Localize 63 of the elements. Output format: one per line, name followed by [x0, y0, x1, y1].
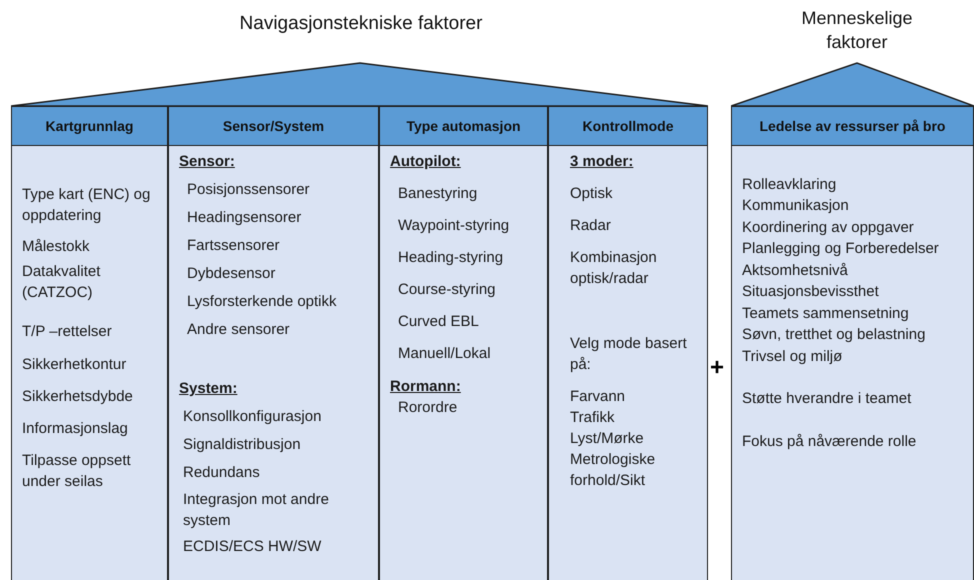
list-item: Curved EBL [398, 312, 480, 332]
section-heading: Sensor: [179, 152, 236, 172]
list-item: Kommunikasjon [742, 196, 850, 216]
list-item: Koordinering av oppgaver [742, 218, 915, 238]
list-item: Waypoint-styring [398, 216, 510, 236]
list-item: T/P –rettelser [22, 322, 113, 342]
roof-title: Navigasjonstekniske faktorer [238, 12, 484, 36]
list-item: Type kart (ENC) og oppdatering [22, 185, 152, 226]
section-heading: Autopilot: [390, 152, 462, 172]
column-header: Sensor/System [169, 106, 378, 146]
list-item: Fokus på nåværende rolle [742, 432, 918, 452]
column-header: Kartgrunnlag [12, 106, 167, 146]
list-item: Konsollkonfigurasjon [183, 407, 322, 427]
list-item: Radar [570, 216, 612, 236]
list-item: Heading-styring [398, 248, 504, 268]
list-item: Trivsel og miljø [742, 347, 844, 367]
list-item: Manuell/Lokal [398, 344, 492, 364]
list-item: Målestokk [22, 237, 91, 257]
list-item: Lyst/Mørke [570, 429, 645, 449]
list-item: Posisjonssensorer [187, 180, 311, 200]
list-item: Farvann [570, 387, 626, 407]
list-item: Rorordre [398, 398, 458, 418]
list-item: Course-styring [398, 280, 497, 300]
list-item: Lysforsterkende optikk [187, 292, 338, 312]
list-item: Rolleavklaring [742, 175, 838, 195]
section-heading: Rormann: [390, 377, 462, 397]
list-item: Sikkerhetsdybde [22, 387, 134, 407]
list-item: Trafikk [570, 408, 616, 428]
column-header: Type automasjon [380, 106, 547, 146]
column-header: Kontrollmode [549, 106, 707, 146]
category-column [168, 106, 379, 580]
list-item: Søvn, tretthet og belastning [742, 325, 926, 345]
plus-sign: + [710, 356, 724, 380]
list-item: ECDIS/ECS HW/SW [183, 537, 322, 557]
section-heading: System: [179, 379, 238, 399]
list-item: Headingsensorer [187, 208, 302, 228]
list-item: Integrasjon mot andre system [183, 490, 330, 531]
category-column [548, 106, 708, 580]
list-item: Redundans [183, 463, 261, 483]
list-item: Optisk [570, 184, 614, 204]
list-item: Andre sensorer [187, 320, 291, 340]
list-item: Sikkerhetkontur [22, 355, 128, 375]
list-item: Signaldistribusjon [183, 435, 302, 455]
list-item: Kombinasjon optisk/radar [570, 248, 658, 289]
category-column [379, 106, 548, 580]
list-item: Datakvalitet (CATZOC) [22, 262, 102, 303]
list-item: Aktsomhetsnivå [742, 261, 849, 281]
category-column [11, 106, 168, 580]
list-item: Metrologiske forhold/Sikt [570, 450, 656, 491]
category-column [731, 106, 974, 580]
list-item: Støtte hverandre i teamet [742, 389, 912, 409]
list-item: Tilpasse oppsett under seilas [22, 451, 132, 492]
list-item: Dybdesensor [187, 264, 276, 284]
list-item: Teamets sammensetning [742, 304, 910, 324]
list-item: Planlegging og Forberedelser [742, 239, 940, 259]
roof-title: Menneskelige faktorer [800, 7, 914, 54]
section-heading: 3 moder: [570, 152, 634, 172]
list-item: Banestyring [398, 184, 478, 204]
list-item: Informasjonslag [22, 419, 129, 439]
list-item: Velg mode basert på: [570, 334, 688, 375]
list-item: Fartssensorer [187, 236, 281, 256]
list-item: Situasjonsbevissthet [742, 282, 880, 302]
column-header: Ledelse av ressurser på bro [732, 106, 973, 146]
